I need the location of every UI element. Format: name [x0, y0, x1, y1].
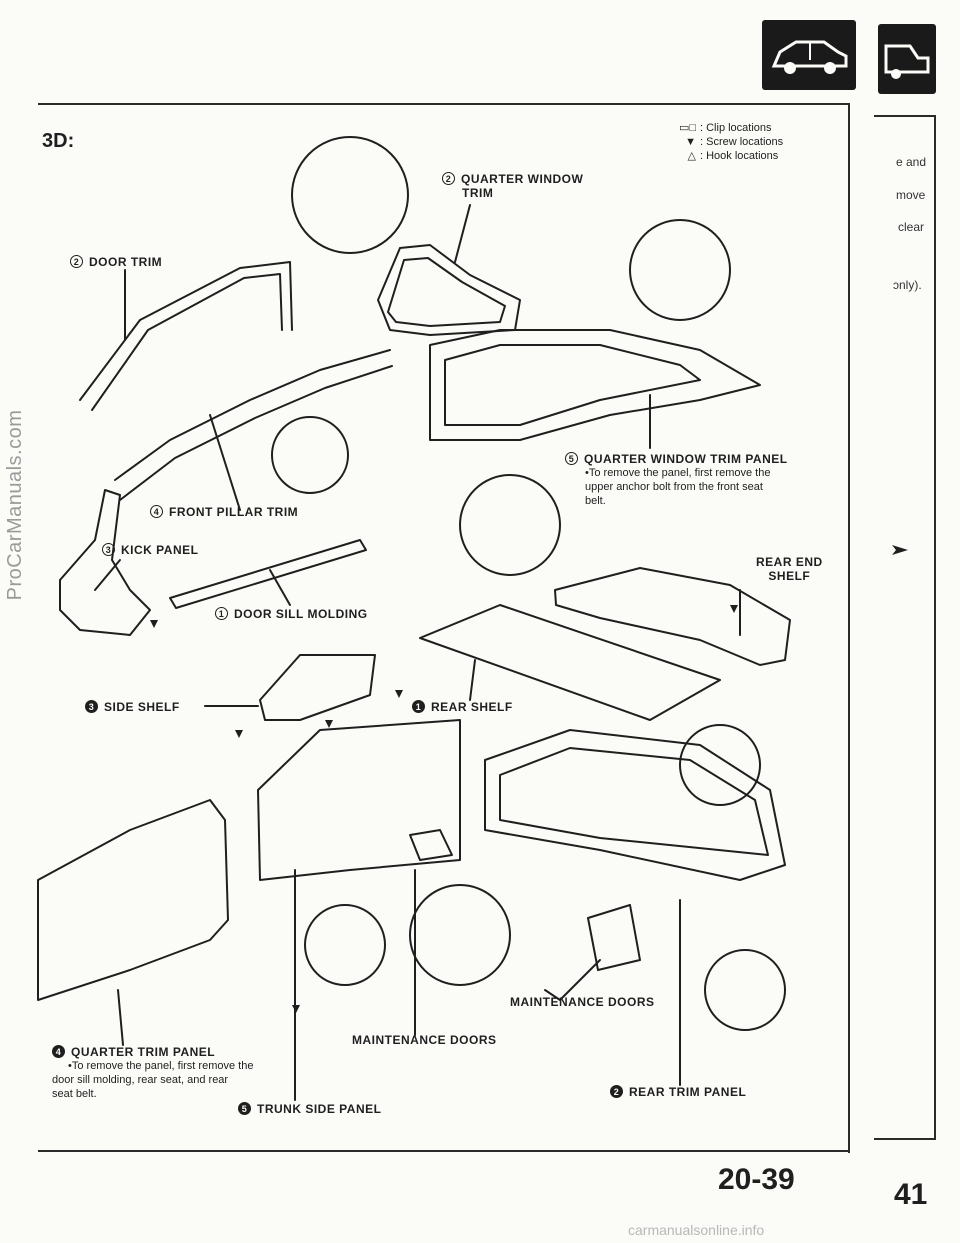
clip-symbol-icon: ▭□ [678, 122, 696, 134]
hook-symbol-icon: △ [687, 150, 696, 162]
page-frame-right-rule [848, 103, 850, 1153]
page-number: 20-39 [718, 1163, 795, 1196]
side-fragment-4: ɔnly). [893, 278, 922, 292]
legend-row-clip: ▭□: Clip locations [670, 121, 783, 135]
adjacent-page-frame [874, 115, 936, 1140]
interior-section-icon [878, 24, 936, 94]
quarter-trim-panel-note: •To remove the panel, first remove the d… [52, 1060, 254, 1100]
side-fragment-2: move [896, 188, 926, 202]
screw-symbol-icon: ▼ [685, 136, 696, 148]
side-fragment-1: e and [896, 155, 927, 169]
page-frame-bottom-rule [38, 1150, 850, 1152]
label-rear-end-shelf: REAR END SHELF [756, 555, 823, 583]
watermark-bottom: carmanualsonline.info [628, 1222, 765, 1238]
section-heading: 3D: [42, 130, 75, 152]
car-body-section-icon [762, 20, 856, 90]
symbol-legend: ▭□: Clip locations ▼: Screw locations △:… [670, 121, 783, 163]
side-fragment-3: clear [898, 220, 925, 234]
legend-row-screw: ▼: Screw locations [670, 135, 783, 149]
label-maintenance-doors-center: MAINTENANCE DOORS [352, 1033, 497, 1047]
legend-row-hook: △: Hook locations [670, 149, 783, 163]
page-frame-top-rule [38, 103, 848, 105]
label-maintenance-doors-right: MAINTENANCE DOORS [510, 995, 655, 1009]
adjacent-page-number: 41 [894, 1178, 928, 1211]
watermark-vertical: ProCarManuals.com [4, 409, 26, 601]
quarter-window-trim-panel-note: •To remove the panel, first remove the u… [585, 467, 771, 507]
